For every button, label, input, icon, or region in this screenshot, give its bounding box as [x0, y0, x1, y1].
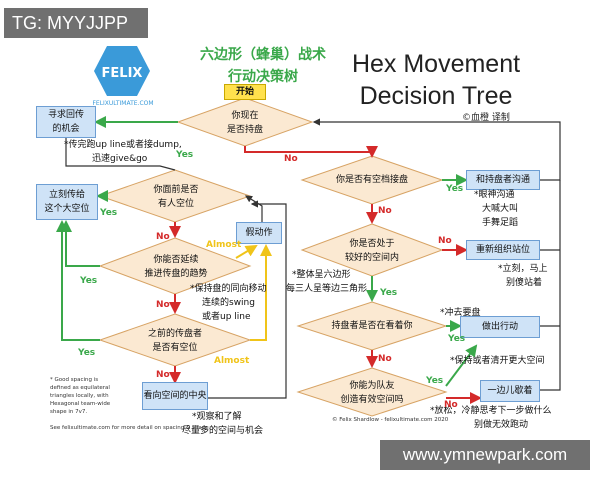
- label-no-hold: No: [284, 154, 298, 164]
- see-you-question: 持盘者是否在看着你: [331, 321, 413, 331]
- label-almost-prev-thrower: Almost: [214, 356, 250, 366]
- prev-thrower-question: 之前的传盘者是否有空位: [147, 329, 202, 353]
- communicate-box: 和持盘者沟通: [466, 170, 540, 190]
- logo-letters: FELIX: [102, 66, 143, 81]
- cut-box: 做出行动: [460, 316, 540, 338]
- felix-logo: FELIX: [94, 46, 150, 96]
- title-english: Hex Movement Decision Tree: [351, 50, 521, 110]
- label-almost-extend: Almost: [206, 240, 242, 250]
- label-no-extend: No: [156, 300, 170, 310]
- look-middle-box: 看向空间的中央: [142, 382, 208, 410]
- label-yes-good-space: Yes: [380, 288, 398, 298]
- label-yes-see-you: Yes: [448, 334, 466, 344]
- title-chinese: 六边形（蜂巢）战术 行动决策树: [200, 47, 326, 85]
- label-yes-hold: Yes: [176, 150, 194, 160]
- footnote-link: See felixultimate.com for more detail on…: [50, 425, 211, 431]
- seek-return-box: 寻求回传的机会: [36, 106, 96, 138]
- signature: © Felix Shardlow - felixultimate.com 202…: [332, 417, 449, 423]
- translator-credit: ©血橙 译制: [462, 113, 510, 123]
- footnote-spacing: * Good spacing is defined as equilateral…: [50, 377, 111, 415]
- create-space-question: 你能为队友创造有效空间吗: [340, 381, 404, 405]
- reposition-box: 重新组织站位: [466, 240, 540, 260]
- label-no-create-space: No: [444, 400, 458, 410]
- side-box: 一边儿歇着: [480, 380, 540, 402]
- good-space-question: 你是否处于较好的空间内: [344, 239, 399, 263]
- note-communicate: *眼神沟通大喊大叫手舞足蹈: [474, 190, 519, 228]
- open-front-question: 你面前是否有人空位: [153, 185, 199, 209]
- note-cut: *冲去要盘: [440, 308, 481, 318]
- extend-question: 你能否延续推进传盘的趋势: [144, 255, 208, 279]
- note-clear-space: *保持或者清开更大空间: [450, 356, 545, 366]
- label-no-prev-thrower: No: [156, 370, 170, 380]
- hold-question: 你现在是否持盘: [226, 111, 263, 135]
- fake-box: 假动作: [236, 222, 282, 244]
- label-no-open-front: No: [156, 232, 170, 242]
- label-yes-open-front: Yes: [100, 208, 118, 218]
- label-yes-receive: Yes: [446, 184, 464, 194]
- start-node: 开始: [224, 84, 266, 100]
- throw-to-space-box: 立刻传给这个大空位: [36, 184, 98, 220]
- space-receive-question: 你是否有空档接盘: [335, 175, 408, 185]
- diamond-create-space: [296, 367, 448, 417]
- note-relax: *放松，冷静思考下一步做什么别做无效跑动: [430, 406, 552, 430]
- label-yes-create-space: Yes: [426, 376, 444, 386]
- note-immediately: *立刻，马上别傻站着: [498, 264, 548, 288]
- label-no-see-you: No: [378, 354, 392, 364]
- logo-url: FELIXULTIMATE.COM: [92, 100, 154, 107]
- note-give-go: *传完跑up line或者接dump,迅速give&go: [64, 140, 182, 164]
- label-yes-extend: Yes: [80, 276, 98, 286]
- label-no-receive: No: [378, 206, 392, 216]
- note-hexagon: *整体呈六边形每三人呈等边三角形: [286, 270, 368, 294]
- watermark-top: TG: MYYJJPP: [4, 8, 148, 38]
- label-yes-prev-thrower: Yes: [78, 348, 96, 358]
- label-no-good-space: No: [438, 236, 452, 246]
- watermark-bottom: www.ymnewpark.com: [380, 440, 590, 470]
- note-observe: *观察和了解尽量多的空间与机会: [182, 412, 264, 436]
